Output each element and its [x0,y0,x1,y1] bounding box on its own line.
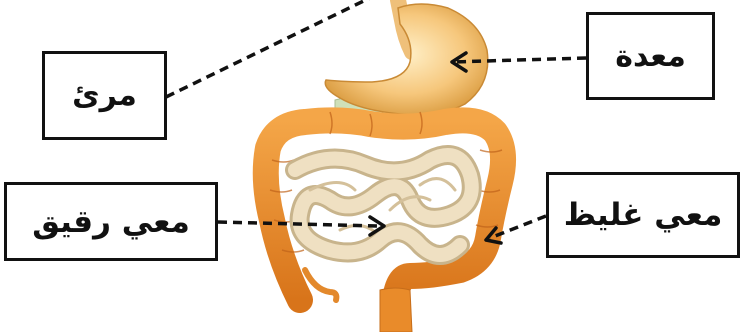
rectum [380,288,412,332]
stomach [325,4,488,115]
label-esophagus-text: مرئ [72,78,137,113]
small-intestine [295,155,472,255]
label-large-intestine: معي غليظ [546,172,740,258]
label-small-intestine-text: معي رقيق [32,204,190,240]
label-stomach: معدة [586,12,715,100]
label-small-intestine: معي رقيق [4,182,218,261]
label-esophagus: مرئ [42,51,167,140]
label-large-intestine-text: معي غليظ [564,197,723,233]
label-stomach-text: معدة [615,39,686,74]
